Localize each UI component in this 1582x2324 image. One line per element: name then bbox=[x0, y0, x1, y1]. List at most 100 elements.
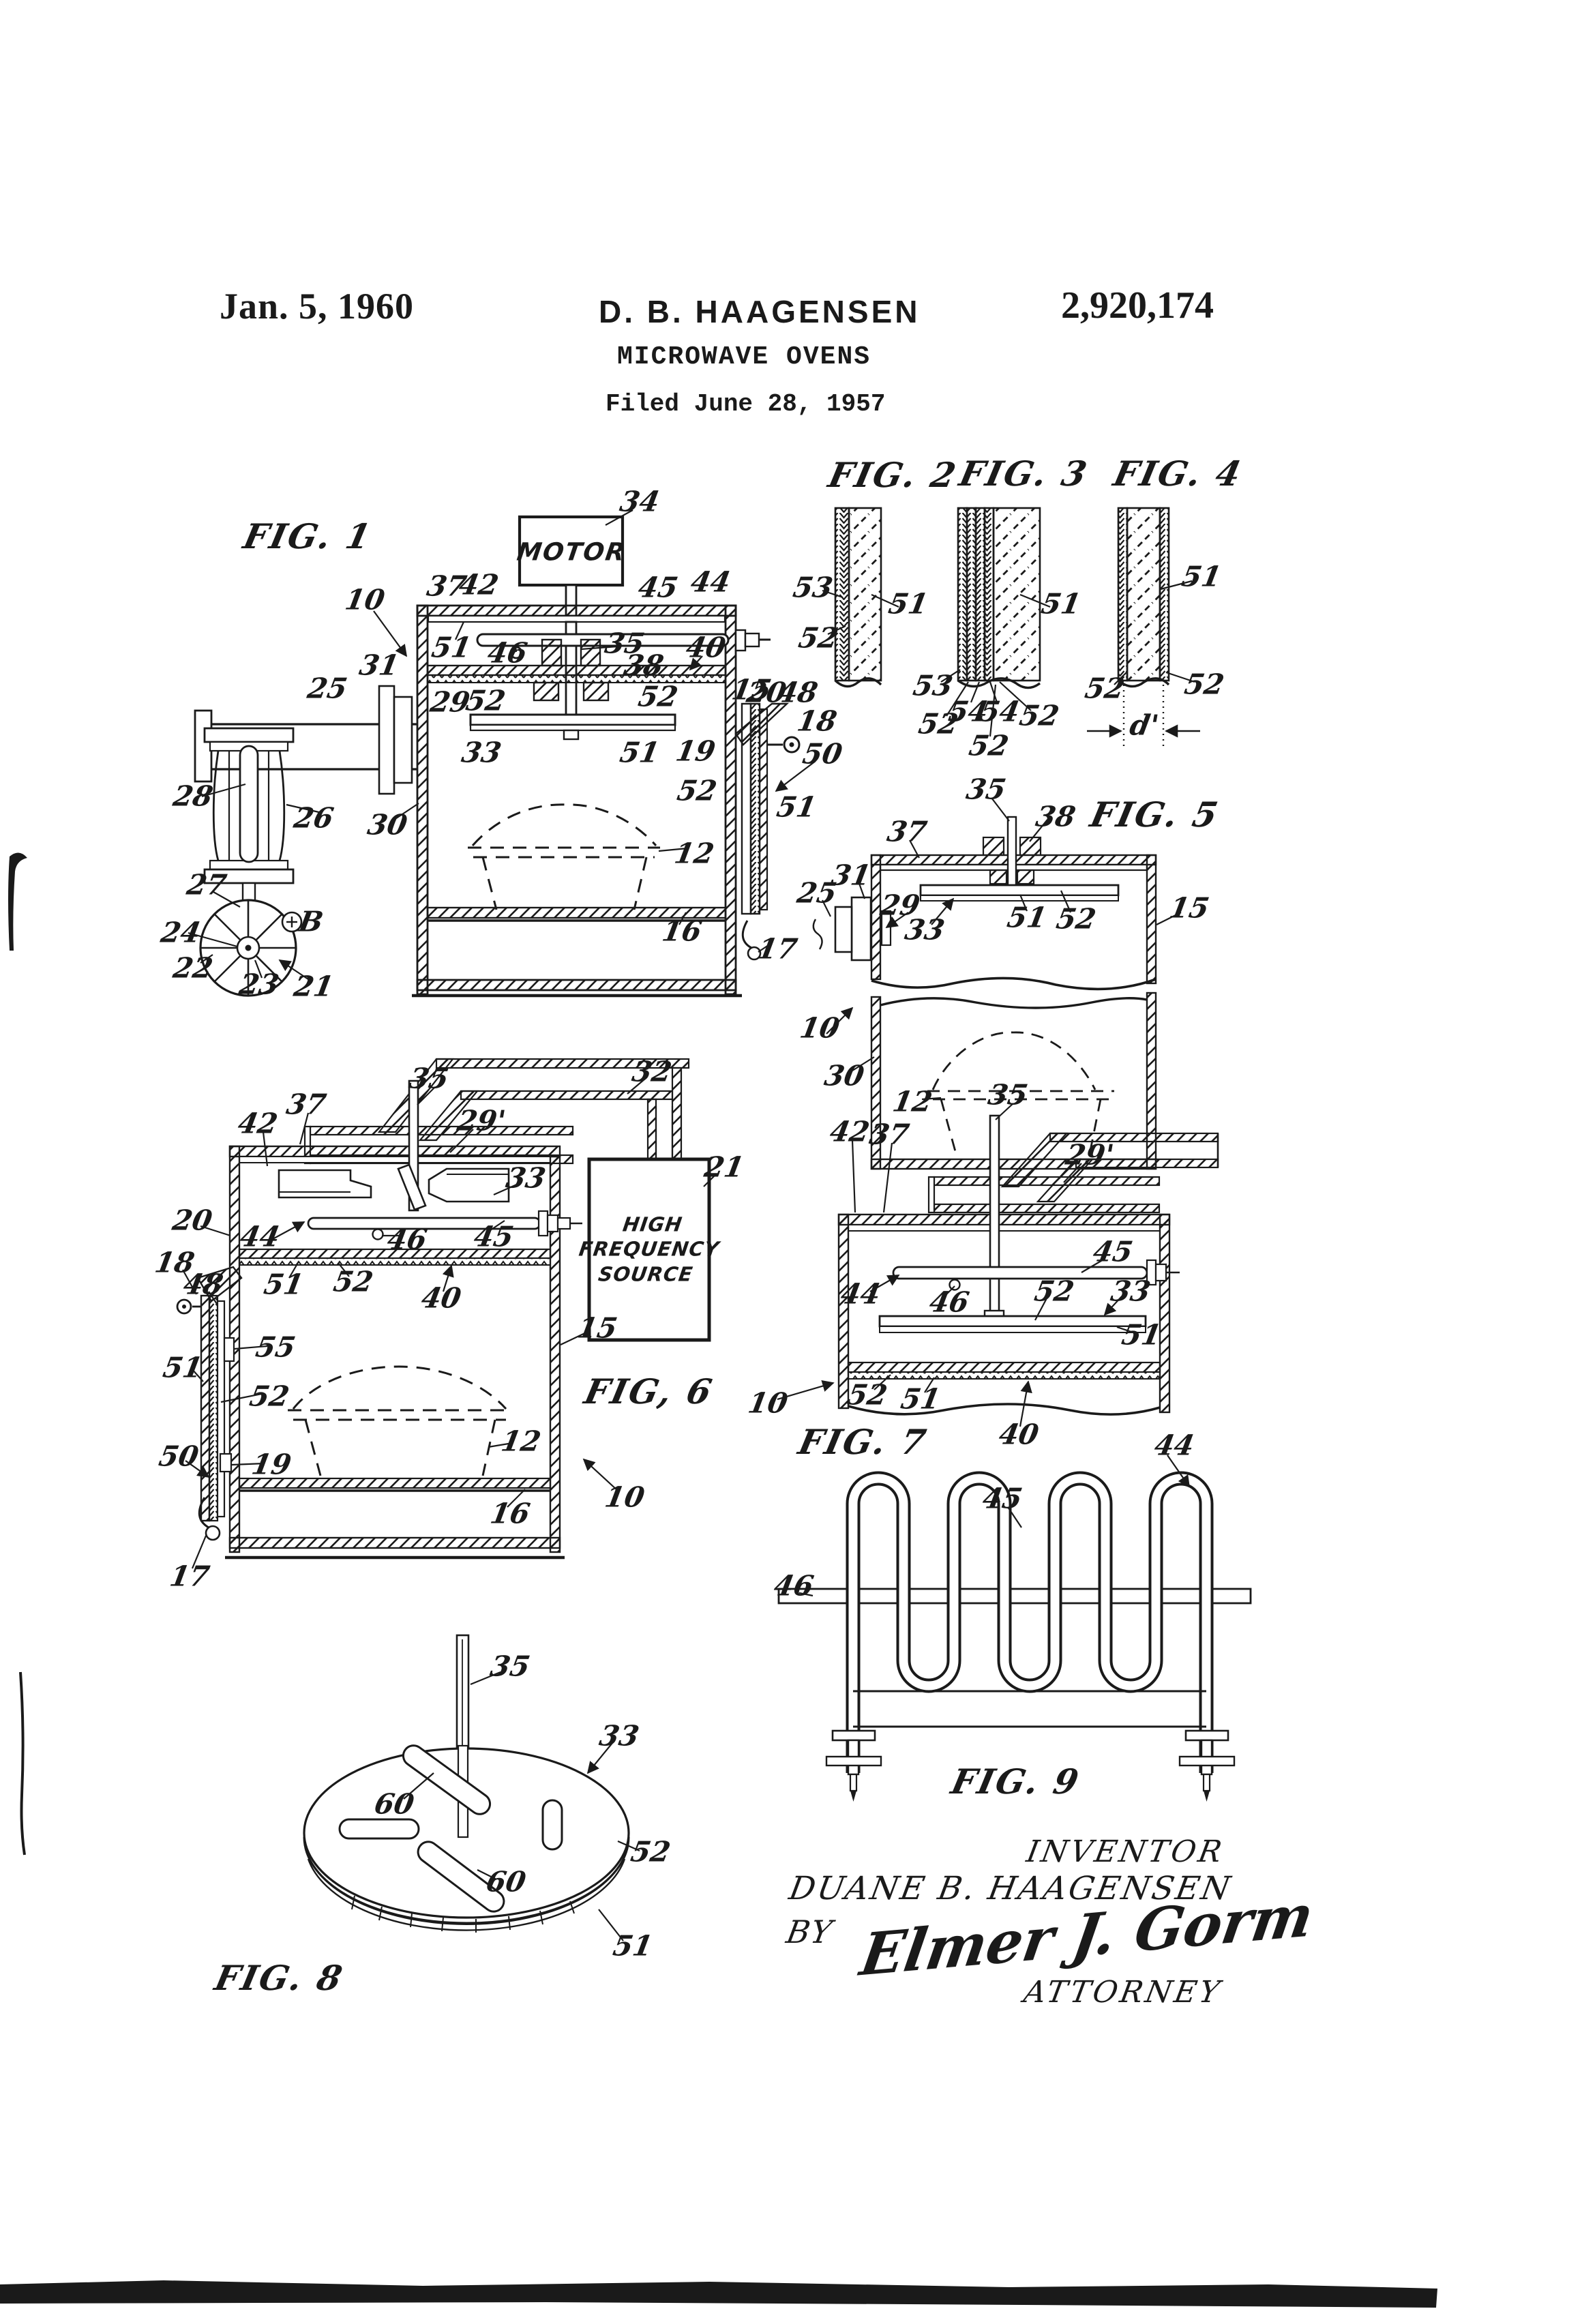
ref-label-fig1-51: 51 bbox=[617, 736, 662, 769]
fig8-leaders bbox=[403, 1671, 640, 1941]
ref-label-fig2-51: 51 bbox=[886, 587, 931, 621]
ref-label-fig1-48: 48 bbox=[775, 676, 820, 709]
fig8-drawing bbox=[303, 1634, 640, 1941]
fig6-leaders bbox=[182, 1078, 717, 1569]
ref-label-fig8-60: 60 bbox=[372, 1787, 417, 1821]
ref-label-fig6-19: 19 bbox=[249, 1448, 294, 1481]
ref-label-fig7-37: 37 bbox=[867, 1118, 912, 1151]
ref-label-fig8-33: 33 bbox=[597, 1719, 642, 1753]
fig4-slab bbox=[1117, 507, 1170, 688]
ref-label-fig1-52: 52 bbox=[674, 774, 719, 807]
ref-label-fig7-42: 42 bbox=[827, 1115, 872, 1148]
motor-box bbox=[518, 515, 625, 587]
ref-label-fig1-31: 31 bbox=[357, 649, 402, 682]
ref-label-fig5-12: 12 bbox=[890, 1085, 935, 1118]
figure-caption-fig8: FIG. 8 bbox=[211, 1958, 348, 1998]
fig1-oven-shell bbox=[412, 604, 742, 998]
figure-caption-fig9: FIG. 9 bbox=[947, 1761, 1084, 1802]
ref-label-fig1-22: 22 bbox=[170, 951, 215, 985]
fig5-drawing bbox=[812, 797, 1182, 1170]
ref-label-fig1-B: B bbox=[296, 905, 326, 938]
ref-label-fig5-10: 10 bbox=[797, 1011, 842, 1045]
ref-label-fig1-44: 44 bbox=[688, 565, 733, 599]
ref-label-fig2-52: 52 bbox=[796, 621, 841, 655]
ref-label-fig7-29': 29' bbox=[1063, 1138, 1117, 1172]
ref-label-fig7-45: 45 bbox=[1090, 1235, 1135, 1268]
ref-label-fig9-44: 44 bbox=[1152, 1429, 1197, 1462]
figure-caption-fig3: FIG. 3 bbox=[955, 453, 1092, 494]
figure-caption-fig7: FIG. 7 bbox=[794, 1422, 931, 1462]
ref-label-fig8-35: 35 bbox=[488, 1650, 533, 1683]
ref-label-fig6-45: 45 bbox=[471, 1220, 516, 1253]
ref-label-fig1-23: 23 bbox=[237, 968, 282, 1001]
fig1-leaders bbox=[188, 509, 816, 980]
fig3-slab bbox=[957, 507, 1041, 689]
ref-label-fig8-51: 51 bbox=[610, 1929, 655, 1963]
motor-label: MOTOR bbox=[515, 538, 628, 567]
fig9-leaders bbox=[799, 1455, 1191, 1597]
by-label: BY bbox=[783, 1913, 837, 1950]
ref-label-fig5-35: 35 bbox=[964, 773, 1009, 806]
fig7-heating-rod bbox=[892, 1259, 1180, 1291]
ref-label-fig3-51: 51 bbox=[1039, 587, 1084, 621]
hf-line3: SOURCE bbox=[597, 1262, 695, 1286]
fig7-oven-shell bbox=[837, 1213, 1171, 1416]
fig1-drawing bbox=[188, 509, 816, 998]
figure-caption-fig4: FIG. 4 bbox=[1109, 453, 1247, 494]
hf-source-label: HIGH FREQUENCY SOURCE bbox=[574, 1212, 725, 1287]
fig5-leaders bbox=[822, 797, 1182, 1101]
ref-label-fig9-45: 45 bbox=[980, 1482, 1025, 1515]
fig7-leaders bbox=[777, 1103, 1134, 1427]
figure-caption-fig5: FIG. 5 bbox=[1086, 794, 1223, 835]
ref-label-fig2-53: 53 bbox=[790, 571, 835, 604]
ref-label-fig6-21: 21 bbox=[702, 1150, 747, 1184]
hf-source-box bbox=[587, 1157, 711, 1342]
ref-label-fig1-24: 24 bbox=[158, 916, 203, 949]
ref-label-fig7-51: 51 bbox=[898, 1382, 943, 1416]
fig8-slots bbox=[338, 1744, 563, 1913]
ref-label-fig6-29': 29' bbox=[455, 1104, 509, 1137]
ref-label-fig1-25: 25 bbox=[305, 672, 350, 705]
ref-label-fig5-33: 33 bbox=[902, 913, 947, 947]
b-plus-symbol bbox=[281, 911, 303, 933]
ref-label-fig5-25: 25 bbox=[794, 876, 839, 910]
figure-caption-fig2: FIG. 2 bbox=[824, 455, 961, 495]
ref-label-fig1-45: 45 bbox=[636, 571, 681, 604]
ref-label-fig6-44: 44 bbox=[237, 1220, 282, 1253]
ref-label-fig4-52: 52 bbox=[1182, 668, 1227, 701]
ref-label-fig6-32: 32 bbox=[629, 1055, 674, 1088]
fig5-food-item bbox=[927, 1031, 1114, 1154]
inventor-name-header: D. B. HAAGENSEN bbox=[599, 294, 921, 329]
patent-number: 2,920,174 bbox=[1061, 284, 1214, 327]
ref-label-fig4-d': d' bbox=[1127, 709, 1161, 742]
fig1-waveguide-arm bbox=[194, 685, 417, 795]
ref-label-fig3-52: 52 bbox=[1017, 699, 1062, 732]
ref-label-fig1-51: 51 bbox=[774, 790, 819, 824]
bottom-scan-bar bbox=[0, 2280, 1437, 2308]
issue-date: Jan. 5, 1960 bbox=[220, 286, 415, 327]
ref-label-fig3-54: 54 bbox=[977, 695, 1022, 728]
ref-label-fig6-33: 33 bbox=[503, 1161, 548, 1195]
attorney-heading: ATTORNEY bbox=[1021, 1975, 1225, 2010]
ref-label-fig5-37: 37 bbox=[884, 815, 929, 848]
filing-date: Filed June 28, 1957 bbox=[606, 390, 886, 418]
fig5-lower-box bbox=[870, 992, 1157, 1170]
fig5-upper-box bbox=[812, 816, 1157, 991]
ref-label-fig7-52: 52 bbox=[1032, 1275, 1077, 1308]
hf-line2: FREQUENCY bbox=[577, 1237, 721, 1261]
fig6-coupling-plates bbox=[278, 1167, 510, 1203]
fig9-mount-left bbox=[825, 1729, 882, 1802]
fig8-rim-hatching bbox=[351, 1895, 575, 1933]
ref-label-fig4-51: 51 bbox=[1179, 560, 1224, 593]
fig9-mount-right bbox=[1178, 1729, 1236, 1802]
ref-label-fig1-51: 51 bbox=[429, 631, 474, 664]
fig6-food-item bbox=[288, 1365, 511, 1476]
fig1-food-item bbox=[468, 803, 660, 910]
ref-label-fig6-10: 10 bbox=[602, 1480, 647, 1514]
ref-label-fig1-28: 28 bbox=[170, 779, 215, 813]
fig1-heating-rod bbox=[476, 629, 771, 659]
ref-label-fig8-60: 60 bbox=[483, 1865, 528, 1898]
ref-label-fig1-16: 16 bbox=[659, 914, 704, 948]
